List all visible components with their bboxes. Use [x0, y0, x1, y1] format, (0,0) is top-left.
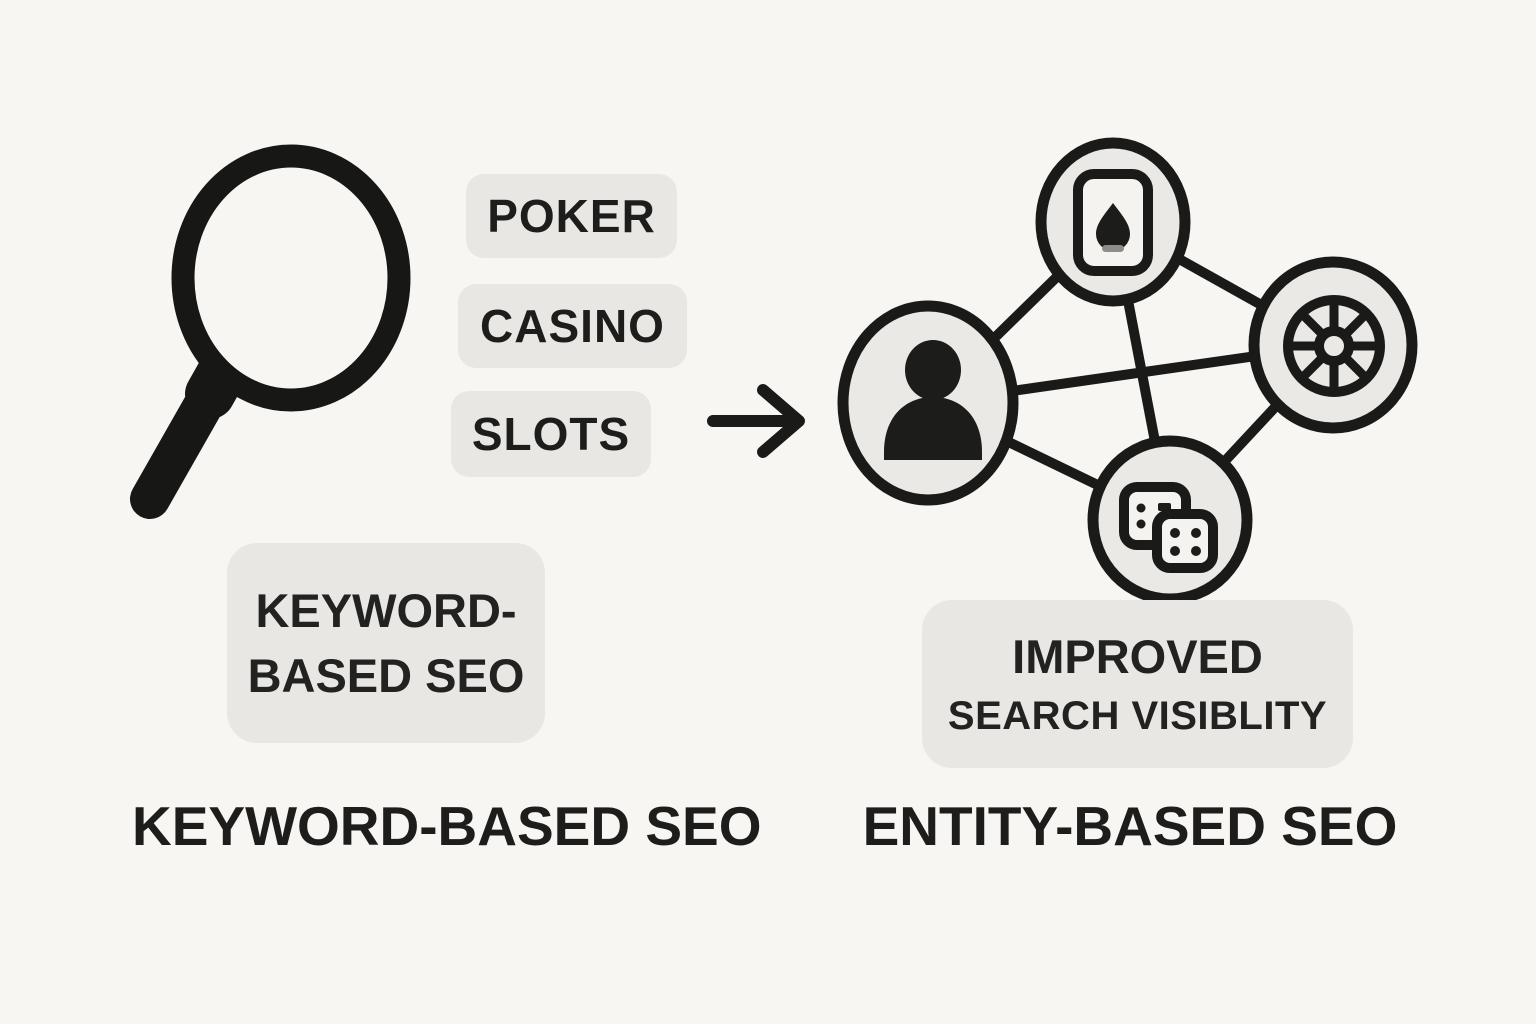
keyword-tag-slots: SLOTS [451, 391, 651, 477]
entity-node-playing-card [1035, 137, 1191, 307]
improved-visibility-line1: IMPROVED [1012, 629, 1263, 683]
keyword-tag-casino: CASINO [458, 284, 687, 368]
user-icon [884, 340, 982, 460]
keyword-summary-line2: BASED SEO [247, 649, 525, 702]
dice-icon [1119, 482, 1218, 573]
keyword-tag-poker-label: POKER [487, 190, 656, 242]
improved-visibility-box: IMPROVED SEARCH VISIBLITY [922, 600, 1353, 768]
entity-node-roulette [1248, 256, 1418, 434]
playing-card-icon [1073, 169, 1153, 276]
entity-node-dice [1087, 435, 1253, 605]
keyword-summary-box: KEYWORD- BASED SEO [227, 543, 545, 743]
keyword-tag-casino-label: CASINO [480, 300, 665, 352]
caption-keyword-based-seo: KEYWORD-BASED SEO [132, 795, 762, 857]
entity-network [837, 137, 1418, 605]
keyword-tag-poker: POKER [466, 174, 677, 258]
keyword-summary-line1: KEYWORD- [255, 584, 517, 637]
roulette-wheel-icon [1283, 295, 1385, 397]
improved-visibility-line2: SEARCH VISIBLITY [947, 693, 1328, 738]
keyword-tag-slots-label: SLOTS [471, 408, 631, 460]
caption-entity-based-seo: ENTITY-BASED SEO [862, 795, 1398, 857]
entity-node-user [837, 300, 1019, 506]
magnifier-icon [130, 144, 411, 519]
arrow-right-icon [707, 384, 805, 458]
